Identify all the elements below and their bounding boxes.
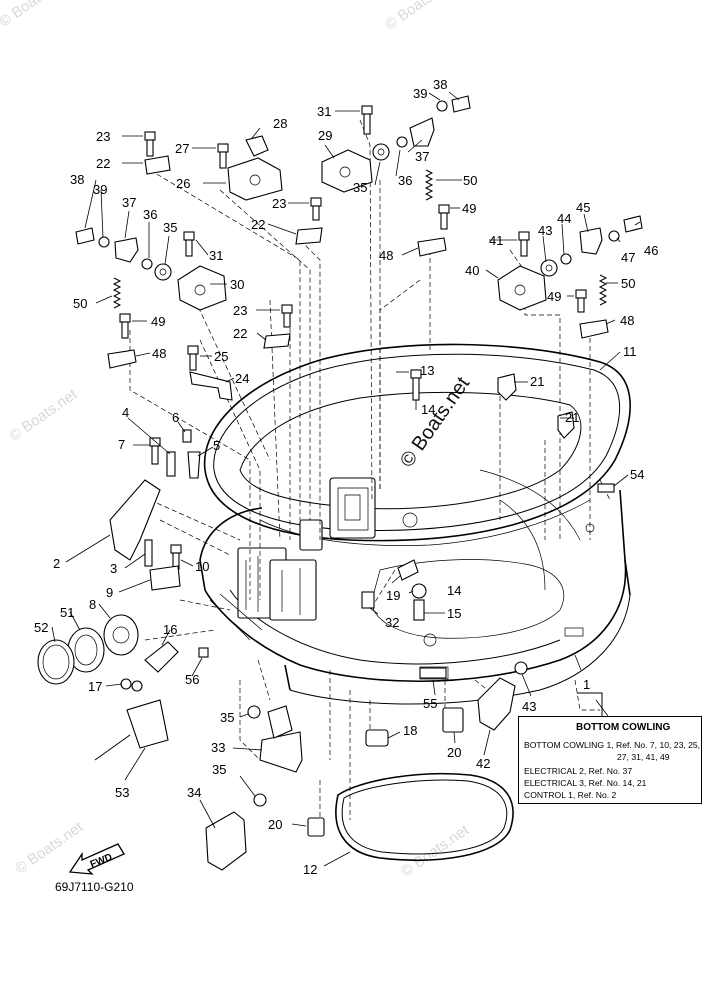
callout-48-b: 48 xyxy=(152,346,166,361)
watermark-center: © Boats.net xyxy=(396,373,474,472)
callout-49-a: 49 xyxy=(462,201,476,216)
legend-row-bottom-cowling: BOTTOM COWLING 1, Ref. No. 7, 10, 23, 25… xyxy=(524,740,701,750)
callout-25: 25 xyxy=(214,349,228,364)
callout-11: 11 xyxy=(623,344,637,359)
callout-2: 2 xyxy=(53,556,60,571)
bolt-icon xyxy=(144,131,156,157)
callout-55: 55 xyxy=(423,696,437,711)
callout-51: 51 xyxy=(60,605,74,620)
figure-code: 69J7110-G210 xyxy=(55,880,134,894)
callout-36-a: 36 xyxy=(398,173,412,188)
callout-5: 5 xyxy=(213,438,220,453)
callout-21-a: 21 xyxy=(530,374,544,389)
callout-23-c: 23 xyxy=(233,303,247,318)
callout-34: 34 xyxy=(187,785,201,800)
callout-12: 12 xyxy=(303,862,317,877)
callout-35-a: 35 xyxy=(353,180,367,195)
legend-title: BOTTOM COWLING xyxy=(576,722,671,733)
callout-14-a: 14 xyxy=(421,402,435,417)
callout-numbers: 23 22 27 28 26 31 29 23 22 35 36 37 38 3… xyxy=(34,77,658,877)
callout-38-a: 38 xyxy=(433,77,447,92)
legend-row-control-1: CONTROL 1, Ref. No. 2 xyxy=(524,790,617,800)
callout-19: 19 xyxy=(386,588,400,603)
callout-15: 15 xyxy=(447,606,461,621)
callout-8: 8 xyxy=(89,597,96,612)
callout-41: 41 xyxy=(489,233,503,248)
callout-22-c: 22 xyxy=(233,326,247,341)
callout-39-a: 39 xyxy=(413,86,427,101)
legend-row-electrical-2: ELECTRICAL 2, Ref. No. 37 xyxy=(524,766,633,776)
callout-50-b: 50 xyxy=(73,296,87,311)
callout-6: 6 xyxy=(172,410,179,425)
callout-45: 45 xyxy=(576,200,590,215)
callout-47: 47 xyxy=(621,250,635,265)
callout-37-b: 37 xyxy=(122,195,136,210)
watermark-top-left: © Boats.net xyxy=(0,0,71,31)
callout-40: 40 xyxy=(465,263,479,278)
callout-23-b: 23 xyxy=(272,196,286,211)
legend-row-electrical-3: ELECTRICAL 3, Ref. No. 14, 21 xyxy=(524,778,647,788)
callout-23-a: 23 xyxy=(96,129,110,144)
callout-10: 10 xyxy=(195,559,209,574)
callout-31-a: 31 xyxy=(317,104,331,119)
legend-row-bottom-cowling-cont: 27, 31, 41, 49 xyxy=(617,752,670,762)
callout-1: 1 xyxy=(583,677,591,692)
callout-38-b: 38 xyxy=(70,172,84,187)
callout-28: 28 xyxy=(273,116,287,131)
legend-bracket xyxy=(577,692,603,716)
callout-leaders xyxy=(51,91,641,867)
callout-54: 54 xyxy=(630,467,644,482)
fwd-arrow-icon: FWD xyxy=(68,843,125,875)
callout-27: 27 xyxy=(175,141,189,156)
callout-29: 29 xyxy=(318,128,332,143)
callout-44: 44 xyxy=(557,211,571,226)
leader-lines xyxy=(129,119,611,820)
callout-53: 53 xyxy=(115,785,129,800)
callout-36-b: 36 xyxy=(143,207,157,222)
callout-49-b: 49 xyxy=(151,314,165,329)
watermark-mid-left: © Boats.net xyxy=(6,385,81,444)
callout-24: 24 xyxy=(235,371,249,386)
callout-4: 4 xyxy=(122,405,129,420)
callout-46: 46 xyxy=(644,243,658,258)
callout-52: 52 xyxy=(34,620,48,635)
callout-32: 32 xyxy=(385,615,399,630)
callout-50-c: 50 xyxy=(621,276,635,291)
callout-21-b: 21 xyxy=(565,410,579,425)
callout-43: 43 xyxy=(538,223,552,238)
callout-48-c: 48 xyxy=(620,313,634,328)
callout-35-c: 35 xyxy=(220,710,234,725)
watermark-top-right: © Boats.net xyxy=(382,0,457,34)
callout-42: 42 xyxy=(476,756,490,771)
callout-22-a: 22 xyxy=(96,156,110,171)
callout-43-b: 43 xyxy=(522,699,536,714)
callout-39-b: 39 xyxy=(93,182,107,197)
callout-20-a: 20 xyxy=(447,745,461,760)
callout-26: 26 xyxy=(176,176,190,191)
callout-20-b: 20 xyxy=(268,817,282,832)
callout-9: 9 xyxy=(106,585,113,600)
callout-33: 33 xyxy=(211,740,225,755)
callout-56: 56 xyxy=(185,672,199,687)
callout-22-b: 22 xyxy=(251,217,265,232)
callout-17: 17 xyxy=(88,679,102,694)
callout-30: 30 xyxy=(230,277,244,292)
parts xyxy=(37,95,643,871)
callout-18: 18 xyxy=(403,723,417,738)
callout-16: 16 xyxy=(163,622,177,637)
callout-49-c: 49 xyxy=(547,289,561,304)
callout-35-b: 35 xyxy=(163,220,177,235)
callout-37-a: 37 xyxy=(415,149,429,164)
callout-35-d: 35 xyxy=(212,762,226,777)
callout-14-b: 14 xyxy=(447,583,461,598)
parts-legend-box xyxy=(518,716,702,804)
callout-50-a: 50 xyxy=(463,173,477,188)
callout-48-a: 48 xyxy=(379,248,393,263)
callout-7: 7 xyxy=(118,437,125,452)
callout-3: 3 xyxy=(110,561,117,576)
callout-13: 13 xyxy=(420,363,434,378)
callout-31-b: 31 xyxy=(209,248,223,263)
